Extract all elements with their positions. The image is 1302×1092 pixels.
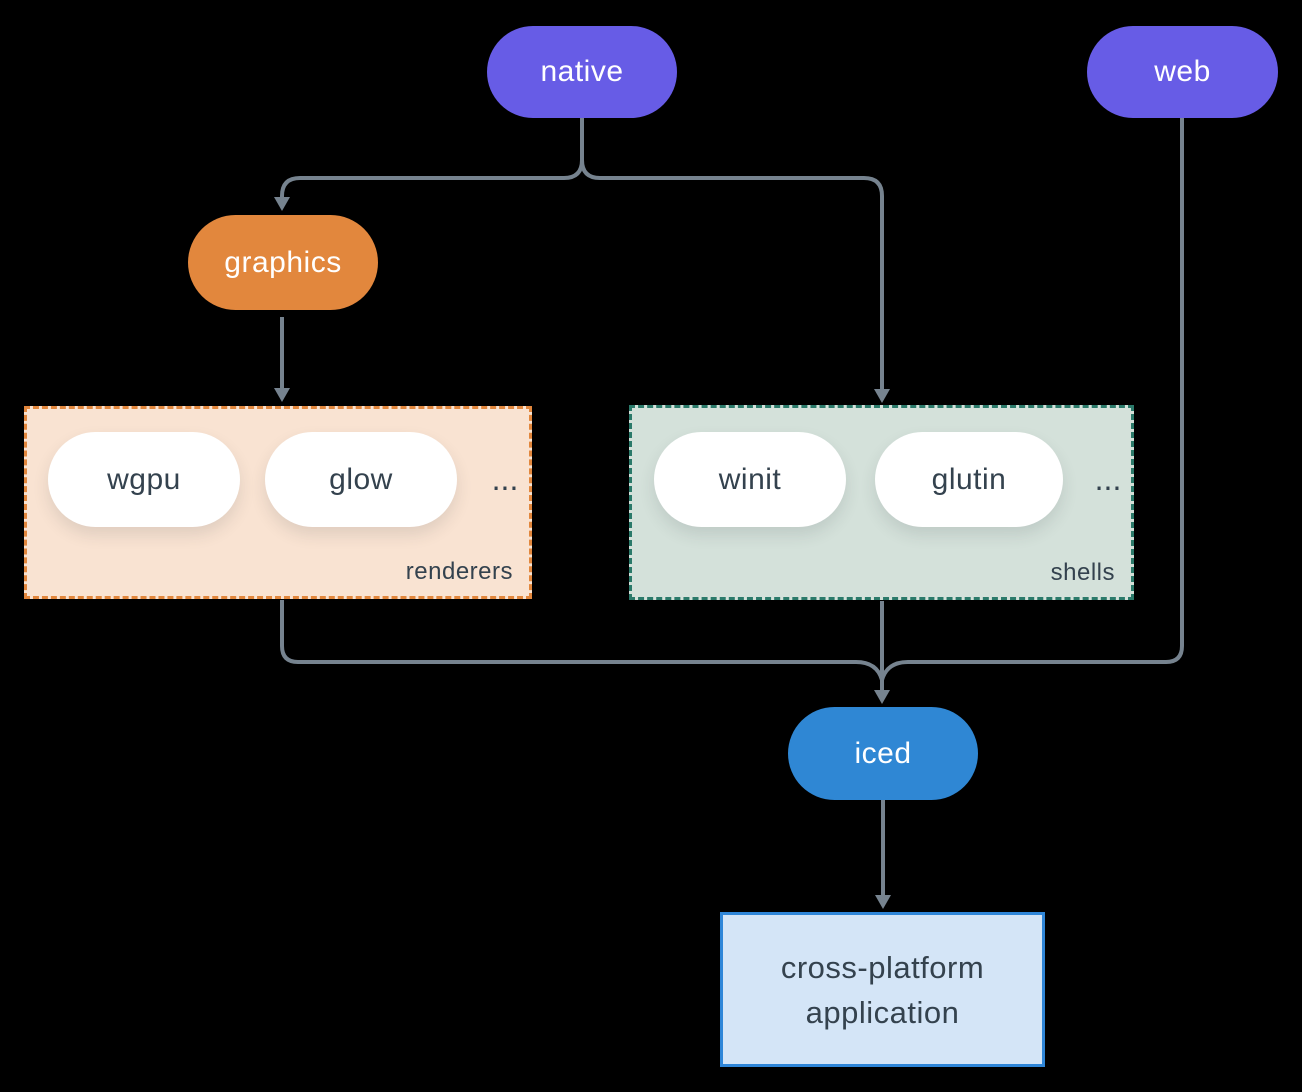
node-wgpu-label: wgpu [107, 462, 181, 496]
shells-group-label: shells [1050, 559, 1115, 586]
node-glutin-label: glutin [931, 462, 1007, 496]
node-glow: glow [265, 432, 457, 527]
arrowhead-iced [874, 690, 890, 704]
group-renderers: wgpu glow ... renderers [24, 406, 532, 599]
edge-renderers-to-iced [280, 600, 884, 681]
group-shells: winit glutin ... shells [629, 405, 1134, 600]
node-iced-label: iced [854, 736, 912, 770]
node-winit-label: winit [718, 462, 782, 496]
application-label-line2: application [805, 994, 960, 1030]
arrowhead-application [875, 895, 891, 909]
node-winit: winit [654, 432, 846, 527]
renderers-group-label: renderers [405, 558, 513, 585]
arrowhead-shells [874, 389, 890, 403]
shells-ellipsis: ... [1094, 461, 1122, 497]
node-graphics: graphics [188, 215, 378, 310]
node-graphics-label: graphics [224, 245, 342, 279]
node-glow-label: glow [329, 462, 393, 496]
application-label-line1: cross-platform [780, 949, 985, 985]
edge-native-to-graphics [280, 118, 584, 199]
node-glutin: glutin [875, 432, 1063, 527]
node-iced: iced [788, 707, 978, 800]
node-application: cross-platform application [720, 912, 1045, 1067]
node-native-label: native [540, 55, 624, 88]
node-web: web [1087, 26, 1278, 118]
edge-native-to-shells [580, 118, 884, 390]
node-native: native [487, 26, 677, 118]
node-wgpu: wgpu [48, 432, 240, 527]
arrowhead-graphics [274, 197, 290, 211]
arrowhead-renderers [274, 388, 290, 402]
node-web-label: web [1154, 55, 1211, 88]
renderers-ellipsis: ... [491, 461, 519, 497]
edge-web-to-iced [880, 118, 1184, 681]
